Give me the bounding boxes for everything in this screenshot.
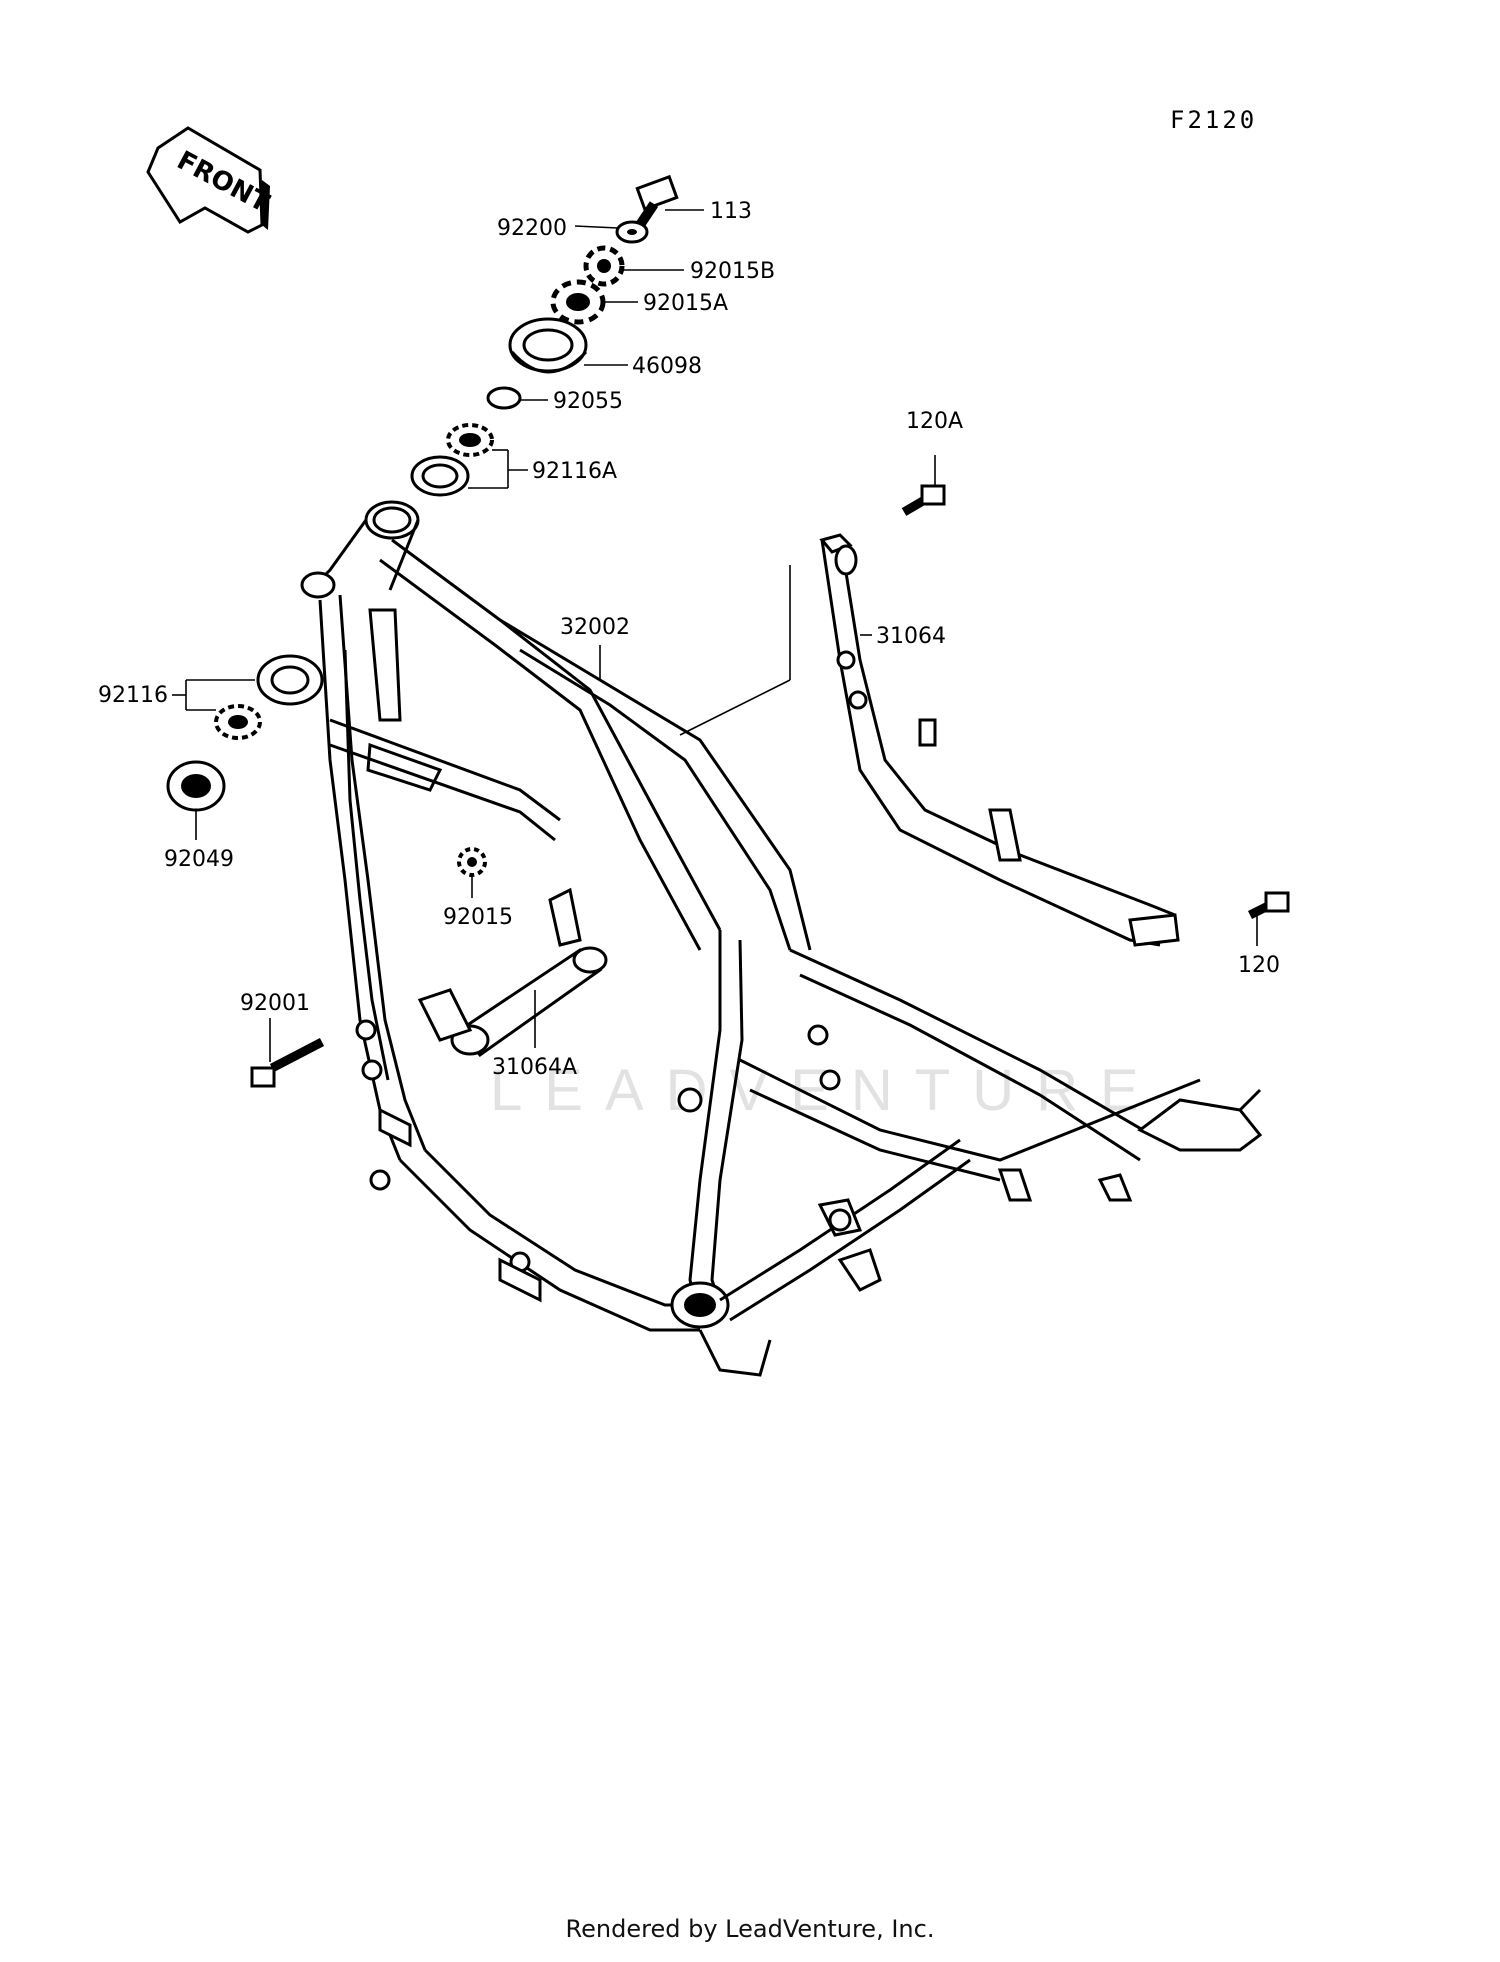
footer-credit: Rendered by LeadVenture, Inc. [565,1915,935,1943]
nut-92015A-icon [550,279,606,325]
part-label-92116: 92116 [98,683,168,708]
part-label-92200: 92200 [497,216,567,241]
part-label-92055: 92055 [553,389,623,414]
oring-92055-icon [486,386,522,410]
bolt-92001-icon [250,1038,325,1088]
part-label-32002: 32002 [560,615,630,640]
leader-lines [172,209,1258,1062]
part-label-92049: 92049 [164,847,234,872]
front-arrow-icon: FRONT [146,126,274,234]
nut-92015-icon [457,847,487,877]
part-label-31064: 31064 [876,624,946,649]
part-label-92116A: 92116A [532,459,617,484]
part-label-113: 113 [710,199,752,224]
bolt-120-icon [1247,891,1290,920]
part-label-120: 120 [1238,953,1280,978]
nut-92015B-icon [583,245,625,287]
part-label-92015A: 92015A [643,291,728,316]
part-label-120A: 120A [906,409,963,434]
bolt-113-icon [633,174,679,231]
part-label-92015B: 92015B [690,259,775,284]
part-label-92015: 92015 [443,905,513,930]
bearing-92116-icon [214,654,324,740]
watermark: LEADVENTURE [490,1058,1161,1123]
bearing-92116A-icon [410,423,494,497]
crossmember-31064A-drawing [417,887,608,1058]
washer-92200-icon [615,220,649,244]
bolt-120A-icon [901,484,946,516]
frame-32002-drawing [300,500,1263,1377]
part-label-46098: 46098 [632,354,702,379]
seal-92049-icon [166,760,226,812]
diagram-code: F2120 [1170,106,1257,134]
seal-46098-icon [508,317,588,374]
part-label-31064A: 31064A [492,1055,577,1080]
rail-31064-drawing [819,533,1180,947]
part-label-92001: 92001 [240,991,310,1016]
